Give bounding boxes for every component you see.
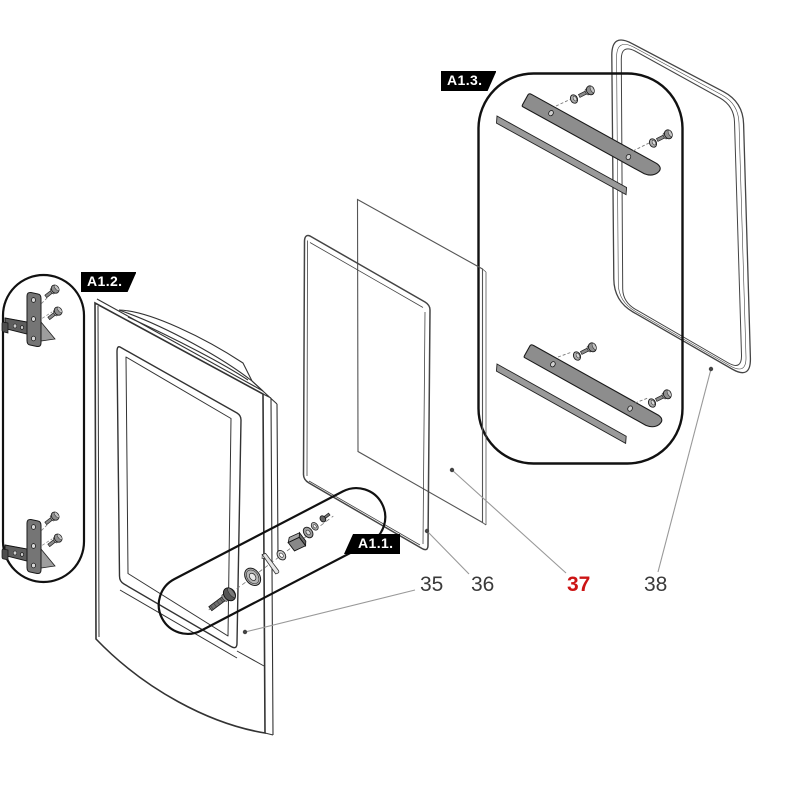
glass-bracket-bottom: [493, 341, 674, 444]
inner-glass-frame-38: [611, 39, 752, 374]
door-assembly-35: [94, 298, 279, 736]
inner-glass-rear-37: [356, 198, 487, 526]
hinge-bottom: [2, 510, 64, 573]
callout-a13: A1.3.: [441, 71, 497, 91]
glass-bracket-top: [493, 84, 675, 196]
detail-frame-a12: [1, 273, 86, 584]
handle-washer-mid: [302, 526, 314, 539]
hinge-top: [2, 283, 64, 346]
part-number-35: 35: [420, 573, 444, 596]
part-number-37-highlighted: 37: [567, 573, 591, 596]
callout-a12: A1.2.: [81, 272, 137, 292]
part-number-38: 38: [644, 573, 668, 596]
handle-washer-outer: [310, 522, 319, 531]
handle-washer-small: [276, 549, 287, 561]
door-top-rail: [96, 298, 279, 736]
part-number-36: 36: [471, 573, 495, 596]
handle-trim-plate: [261, 552, 280, 575]
callout-a11: A1.1.: [344, 534, 401, 554]
leader-lines: [244, 368, 712, 633]
detail-view-a12: [1, 273, 86, 584]
detail-view-a13: [477, 72, 684, 465]
handle-mount-block: [287, 531, 307, 552]
handle-bolt-small: [319, 512, 331, 523]
leader-dots: [242, 366, 714, 635]
handle-screw: [208, 587, 237, 612]
handle-parts: [208, 512, 334, 612]
handle-collar-nut: [244, 567, 262, 587]
door-window-cutout: [116, 346, 265, 667]
inner-glass-front-36: [302, 234, 431, 551]
detail-frame-a13: [477, 72, 684, 465]
